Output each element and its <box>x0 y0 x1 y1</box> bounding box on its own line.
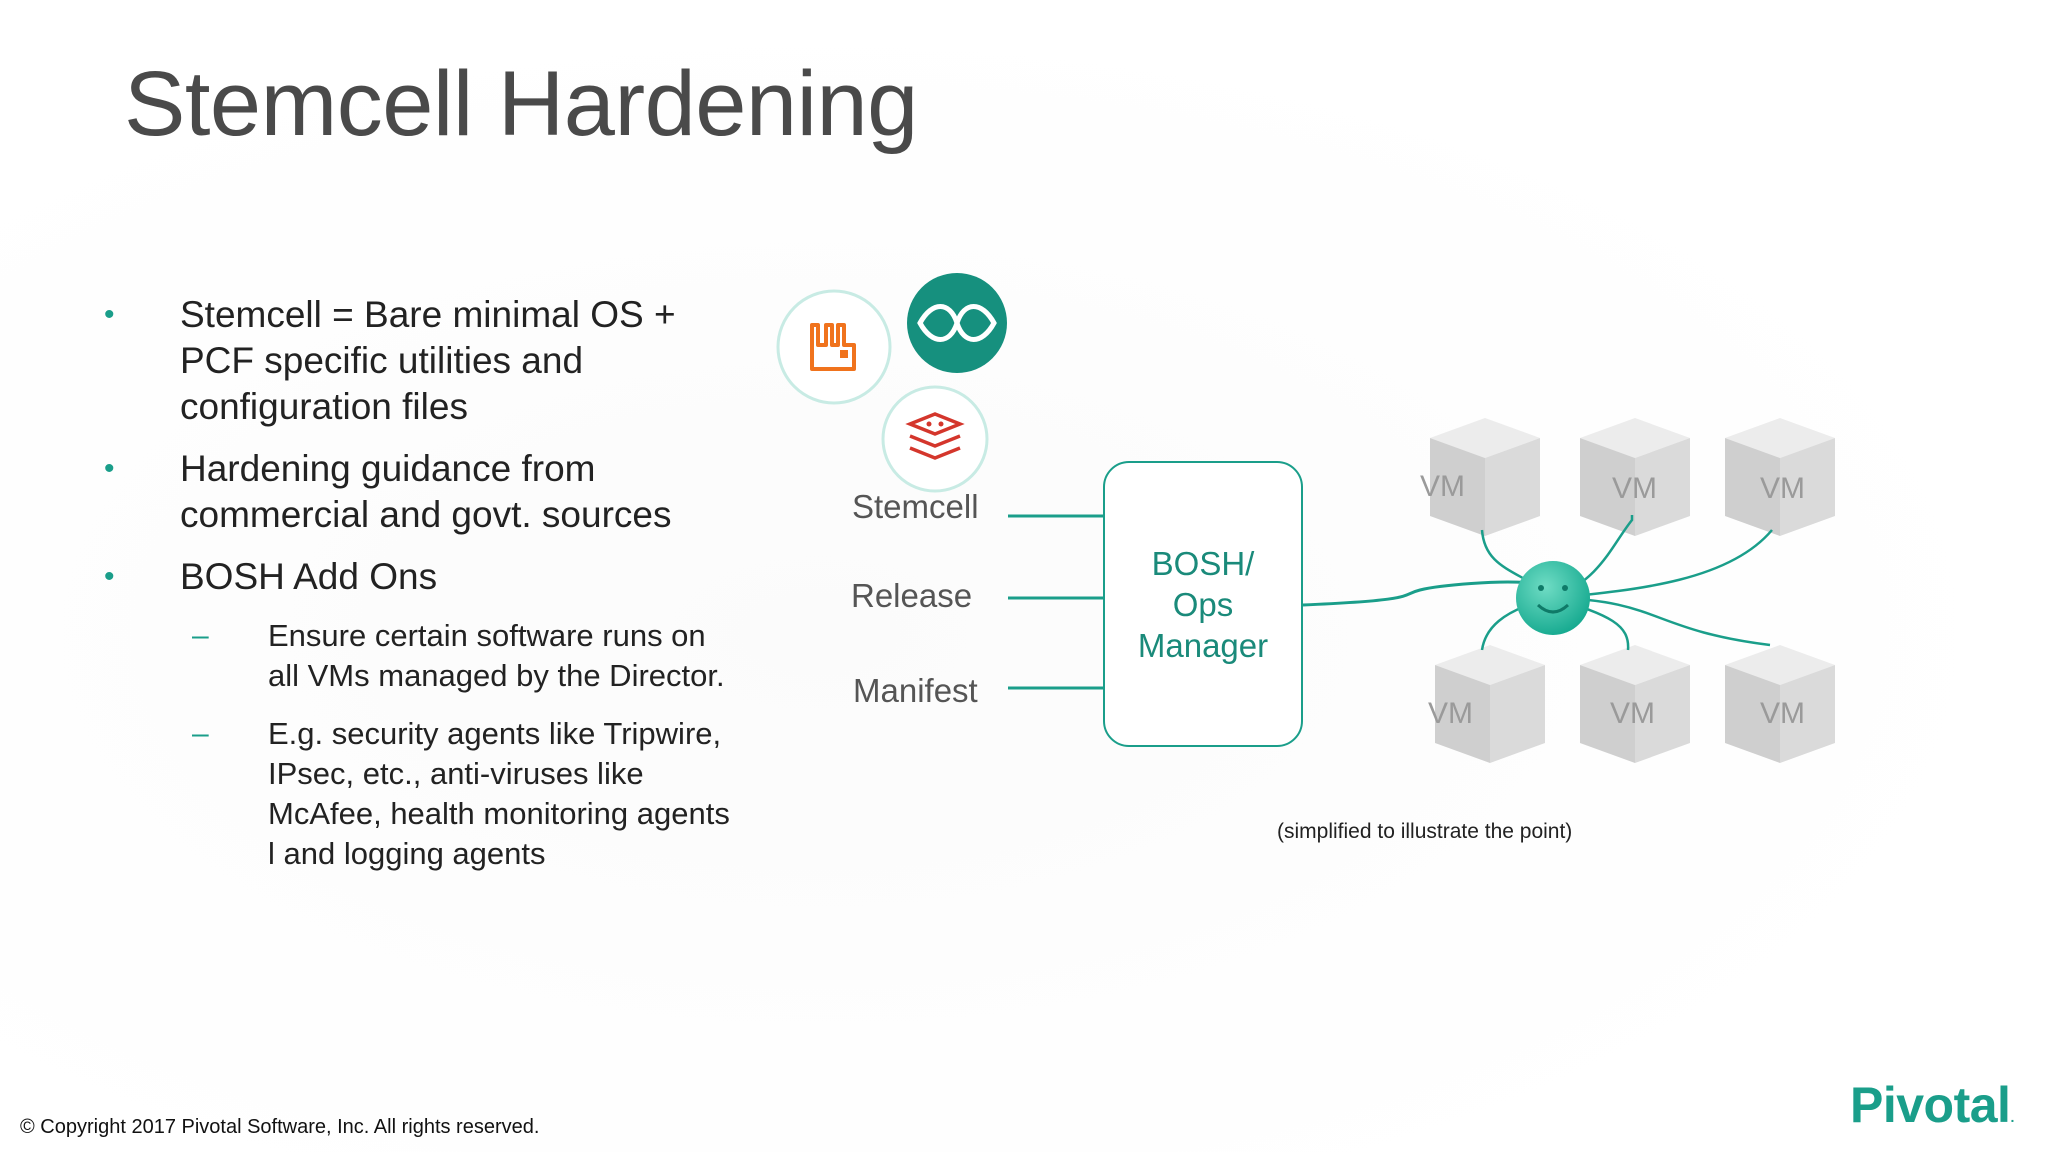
vm-label: VM <box>1428 697 1473 730</box>
vm-label: VM <box>1610 697 1655 730</box>
bullet-item: • BOSH Add Ons <box>100 554 740 600</box>
input-label-release: Release <box>851 577 973 614</box>
bullet-item: • Hardening guidance from commercial and… <box>100 446 740 538</box>
bullet-dot-icon: • <box>104 298 115 331</box>
pivotal-logo: Pivotal. <box>1850 1076 2014 1134</box>
input-label-manifest: Manifest <box>853 672 978 709</box>
bullet-list: • Stemcell = Bare minimal OS + PCF speci… <box>100 292 740 892</box>
concourse-icon <box>907 273 1007 373</box>
bosh-to-agent-connector <box>1302 580 1531 607</box>
bosh-ops-manager-box: BOSH/ Ops Manager <box>1103 461 1303 747</box>
dash-icon: – <box>192 717 209 750</box>
bullet-item: • Stemcell = Bare minimal OS + PCF speci… <box>100 292 740 430</box>
rabbitmq-icon <box>776 289 892 405</box>
bullet-dot-icon: • <box>104 560 115 593</box>
sub-bullet-item: – Ensure certain software runs on all VM… <box>100 616 740 696</box>
bullet-dot-icon: • <box>104 452 115 485</box>
vm-label: VM <box>1760 697 1805 730</box>
slide-title: Stemcell Hardening <box>124 53 918 155</box>
agent-smiley-icon <box>1516 561 1590 635</box>
input-label-stemcell: Stemcell <box>852 488 979 525</box>
bullet-text: Stemcell = Bare minimal OS + PCF specifi… <box>180 294 676 427</box>
dash-icon: – <box>192 619 209 652</box>
diagram-caption: (simplified to illustrate the point) <box>1277 820 1573 843</box>
sub-bullet-text: E.g. security agents like Tripwire, IPse… <box>268 716 730 871</box>
vm-cube <box>1580 418 1690 536</box>
vm-label: VM <box>1612 472 1657 505</box>
vm-cube <box>1725 645 1835 763</box>
sub-bullet-list: – Ensure certain software runs on all VM… <box>100 616 740 874</box>
sub-bullet-text: Ensure certain software runs on all VMs … <box>268 618 725 693</box>
logo-trademark-dot: . <box>2010 1109 2014 1125</box>
pivotal-logo-text: Pivotal <box>1850 1077 2011 1133</box>
vm-label: VM <box>1760 472 1805 505</box>
copyright-notice: © Copyright 2017 Pivotal Software, Inc. … <box>20 1116 540 1138</box>
vm-cube <box>1580 645 1690 763</box>
bullet-text: BOSH Add Ons <box>180 556 438 597</box>
vm-cube <box>1435 645 1545 763</box>
vm-label: VM <box>1420 470 1465 503</box>
sub-bullet-item: – E.g. security agents like Tripwire, IP… <box>100 714 740 874</box>
bullet-text: Hardening guidance from commercial and g… <box>180 448 672 535</box>
bosh-ops-manager-label: BOSH/ Ops Manager <box>1137 544 1269 664</box>
vm-cube <box>1430 418 1540 536</box>
vm-cube <box>1725 418 1835 536</box>
redis-icon <box>881 385 989 493</box>
